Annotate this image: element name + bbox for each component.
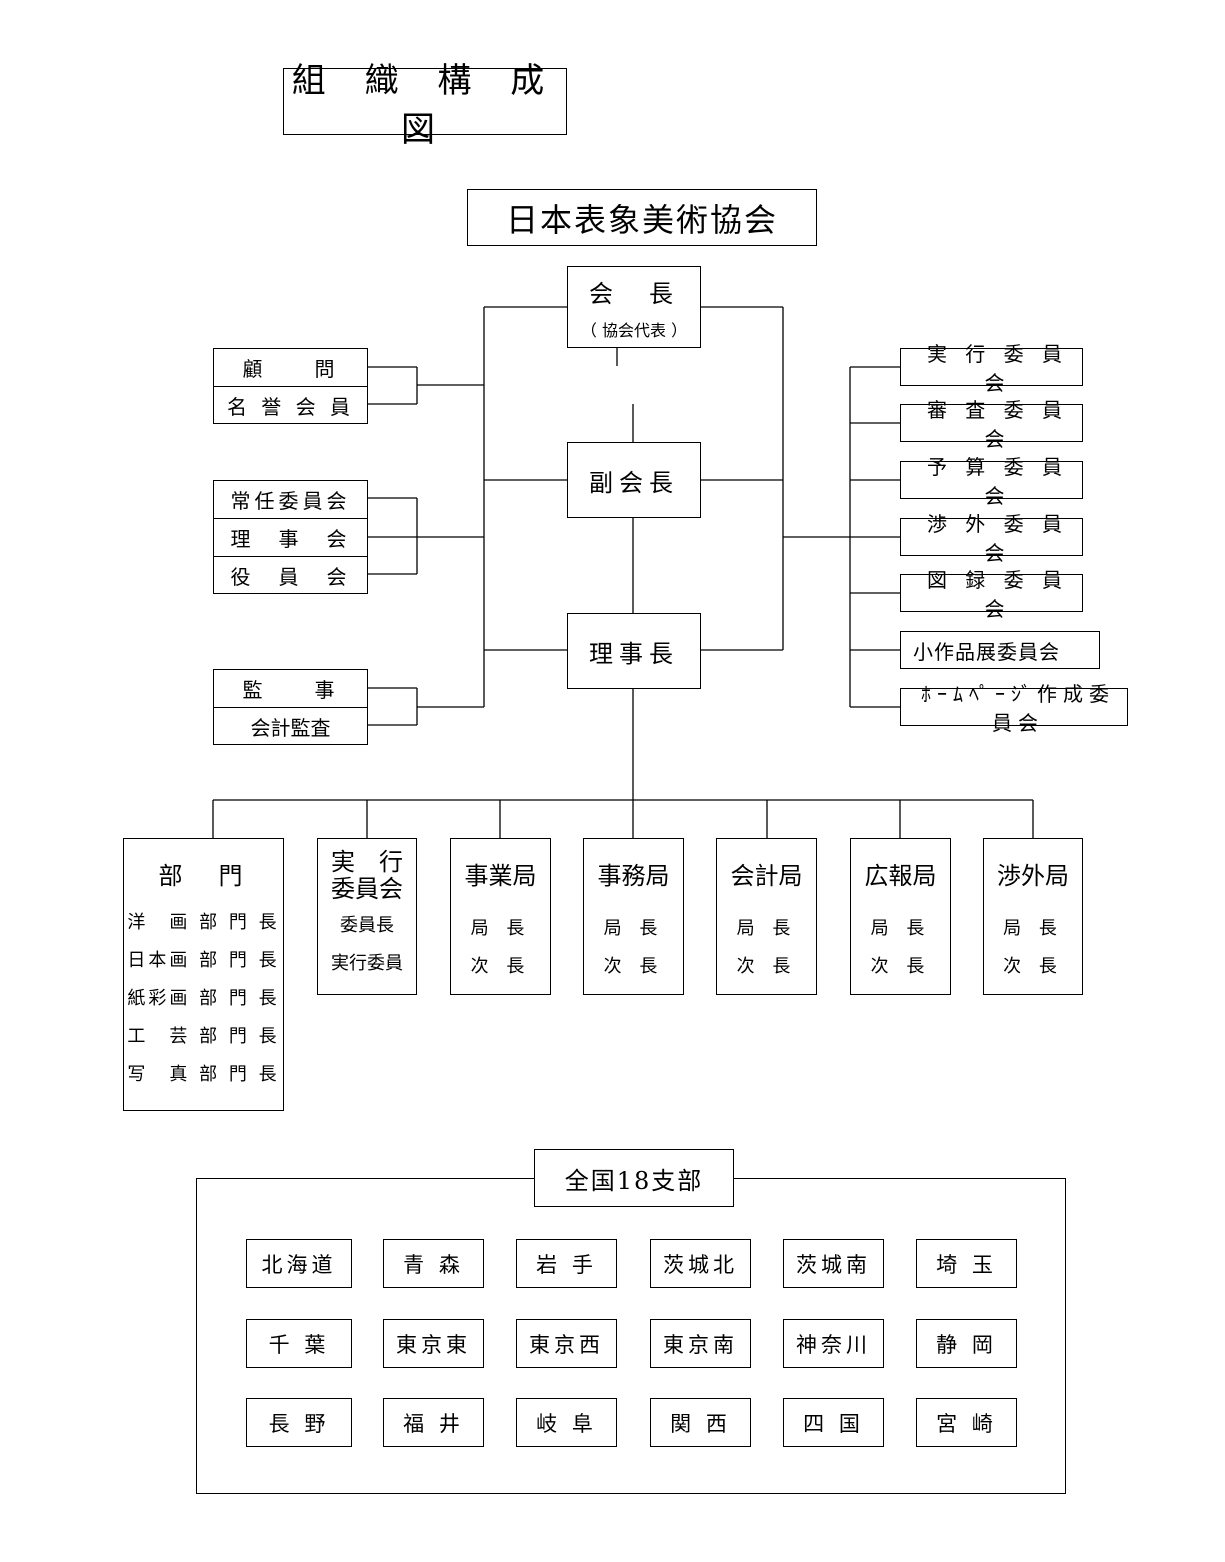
honorary-member-cell: 名 誉 会 員 — [214, 386, 367, 424]
standing-committee-cell: 常任委員会 — [230, 489, 351, 513]
department-item: 工 芸 部 門 長 — [127, 1026, 280, 1047]
officers-meeting-cell: 役 員 会 — [214, 556, 367, 594]
branch-box: 千 葉 — [246, 1319, 352, 1368]
branch-box: 宮 崎 — [916, 1398, 1017, 1447]
branch-box: 埼 玉 — [916, 1239, 1017, 1288]
branch-box: 茨城北 — [650, 1239, 751, 1288]
executive-committee-box: 実 行 委員会 委員長 実行委員 — [317, 838, 417, 995]
vice-president-box: 副会長 — [567, 442, 701, 518]
accounting-audit-cell: 会計監査 — [214, 707, 367, 745]
bureau-item: 局 長 — [470, 918, 531, 939]
branch-box: 岐 阜 — [516, 1398, 617, 1447]
branch-box: 福 井 — [383, 1398, 484, 1447]
committee-homepage: ﾎｰﾑﾍﾟｰｼﾞ作成委員会 — [900, 682, 1128, 735]
board-of-directors-cell: 理 事 会 — [214, 518, 367, 556]
advisor-cell: 顧 問 — [242, 357, 339, 381]
branch-box: 東京東 — [383, 1319, 484, 1368]
bureau-item: 次 長 — [603, 956, 664, 977]
bureau-item: 次 長 — [1003, 956, 1063, 977]
committee-small-works: 小作品展委員会 — [900, 631, 1100, 669]
departments-title: 部 門 — [158, 862, 249, 890]
branch-box: 東京南 — [650, 1319, 751, 1368]
executive-committee-item: 実行委員 — [331, 953, 403, 974]
audit-group: 監 事 会計監査 — [213, 669, 368, 745]
committee-external: 渉 外 委 員 会 — [900, 512, 1083, 565]
bureau-name: 渉外局 — [997, 862, 1069, 890]
branch-box: 関 西 — [650, 1398, 751, 1447]
advisors-group: 顧 問 名 誉 会 員 — [213, 348, 368, 424]
bureau-accounting: 会計局 局 長 次 長 — [716, 838, 817, 995]
branch-box: 北海道 — [246, 1239, 352, 1288]
branch-box: 四 国 — [783, 1398, 884, 1447]
bureau-office: 事務局 局 長 次 長 — [583, 838, 684, 995]
bureau-name: 広報局 — [864, 862, 937, 890]
departments-box: 部 門 洋 画 部 門 長 日本画 部 門 長 紙彩画 部 門 長 工 芸 部 … — [123, 838, 284, 1111]
bureau-item: 局 長 — [870, 918, 931, 939]
department-item: 写 真 部 門 長 — [127, 1064, 280, 1085]
executive-committee-title-2: 委員会 — [331, 875, 403, 903]
chairman-box: 理事長 — [567, 613, 701, 689]
branch-box: 青 森 — [383, 1239, 484, 1288]
auditor-cell: 監 事 — [242, 678, 339, 702]
president-box: 会 長 （ 協会代表 ） — [567, 266, 701, 348]
bureau-external: 渉外局 局 長 次 長 — [983, 838, 1083, 995]
committee-judging: 審 査 委 員 会 — [900, 398, 1083, 451]
branch-box: 東京西 — [516, 1319, 617, 1368]
bureau-pr: 広報局 局 長 次 長 — [850, 838, 951, 995]
branch-box: 静 岡 — [916, 1319, 1017, 1368]
bureau-item: 局 長 — [1003, 918, 1063, 939]
committee-execution: 実 行 委 員 会 — [900, 342, 1083, 395]
board-group: 常任委員会 理 事 会 役 員 会 — [213, 480, 368, 594]
bureau-name: 事務局 — [597, 862, 670, 890]
organization-name: 日本表象美術協会 — [467, 189, 817, 246]
committee-budget: 予 算 委 員 会 — [900, 455, 1083, 508]
bureau-name: 事業局 — [464, 862, 537, 890]
president-title: 会 長 — [589, 279, 679, 308]
president-subtitle: （ 協会代表 ） — [580, 320, 688, 340]
bureau-item: 局 長 — [736, 918, 797, 939]
document-title: 組 織 構 成 図 — [283, 61, 567, 150]
bureau-business: 事業局 局 長 次 長 — [450, 838, 551, 995]
department-item: 日本画 部 門 長 — [127, 950, 280, 971]
committee-catalog: 図 録 委 員 会 — [900, 568, 1083, 621]
bureau-item: 局 長 — [603, 918, 664, 939]
branch-box: 長 野 — [246, 1398, 352, 1447]
branches-title: 全国18支部 — [534, 1149, 734, 1207]
department-item: 洋 画 部 門 長 — [127, 912, 280, 933]
executive-committee-title-1: 実 行 — [331, 848, 403, 876]
bureau-item: 次 長 — [870, 956, 931, 977]
branch-box: 岩 手 — [516, 1239, 617, 1288]
bureau-item: 次 長 — [736, 956, 797, 977]
bureau-name: 会計局 — [730, 862, 803, 890]
executive-committee-item: 委員長 — [340, 915, 394, 936]
branch-box: 茨城南 — [783, 1239, 884, 1288]
bureau-item: 次 長 — [470, 956, 531, 977]
branch-box: 神奈川 — [783, 1319, 884, 1368]
department-item: 紙彩画 部 門 長 — [127, 988, 280, 1009]
